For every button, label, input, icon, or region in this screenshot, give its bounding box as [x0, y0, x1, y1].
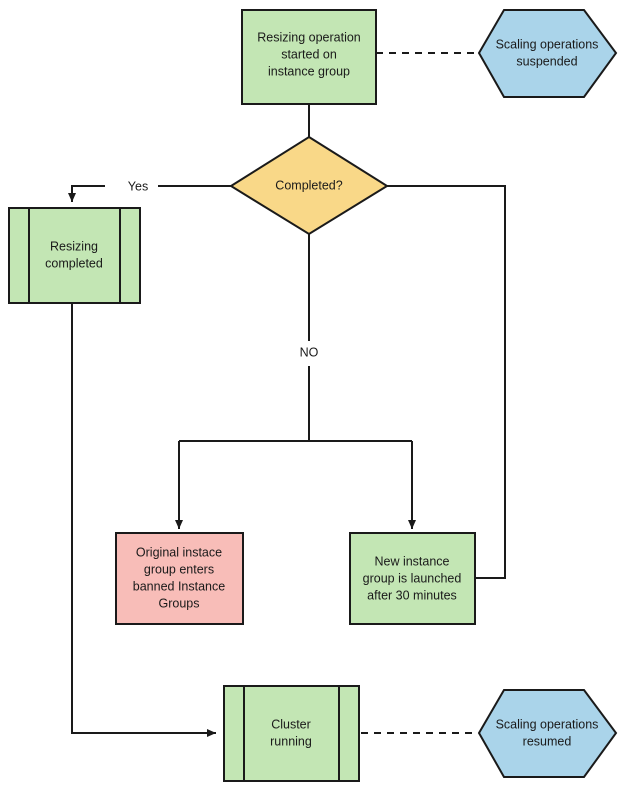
no-label-text: NO	[300, 345, 319, 359]
yes-label-backdrop	[120, 177, 156, 195]
resizing-started-label-line2: started on	[281, 47, 337, 61]
scaling-suspended-hexagon[interactable]	[477, 9, 618, 98]
yes-label-text: Yes	[128, 179, 148, 193]
resizing-started-label-line1: Resizing operation	[257, 30, 361, 44]
completed-decision-label: Completed?	[275, 178, 342, 192]
edge-label-yes: Yes	[120, 177, 156, 195]
scaling-suspended-label-line2: suspended	[516, 54, 577, 68]
edge-decision-yes-left-seg	[68, 185, 105, 202]
node-resizing-completed[interactable]: Resizing completed	[8, 207, 141, 304]
edge-label-no: NO	[292, 343, 326, 363]
node-completed-decision[interactable]: Completed?	[229, 135, 389, 236]
new-instance-group-box[interactable]	[349, 532, 476, 625]
cluster-running-label-line2: running	[270, 734, 312, 748]
node-new-instance-group[interactable]: New instance group is launched after 30 …	[349, 532, 476, 625]
scaling-resumed-hexagon[interactable]	[477, 689, 618, 778]
banned-groups-label-line4: Groups	[159, 596, 200, 610]
banned-groups-label-line3: banned Instance	[133, 579, 225, 593]
banned-instance-groups-box[interactable]	[115, 532, 244, 625]
no-label-backdrop	[292, 343, 326, 363]
node-scaling-resumed[interactable]: Scaling operations resumed	[477, 689, 618, 778]
new-instance-group-label-line2: group is launched	[363, 571, 462, 585]
scaling-suspended-label-line1: Scaling operations	[496, 37, 599, 51]
banned-groups-label-line1: Original instace	[136, 545, 222, 559]
new-instance-group-label-line1: New instance	[374, 554, 449, 568]
cluster-running-label-line1: Cluster	[271, 717, 311, 731]
completed-decision-diamond[interactable]	[229, 135, 389, 236]
edge-resizing-completed-to-cluster	[71, 303, 216, 737]
new-instance-group-label-line3: after 30 minutes	[367, 588, 457, 602]
resizing-completed-box[interactable]	[8, 207, 141, 304]
resizing-started-label-line3: instance group	[268, 64, 350, 78]
node-banned-instance-groups[interactable]: Original instace group enters banned Ins…	[115, 532, 244, 625]
edge-retry-loop-to-decision	[325, 182, 506, 579]
node-resizing-started[interactable]: Resizing operation started on instance g…	[241, 9, 377, 105]
banned-groups-label-line2: group enters	[144, 562, 214, 576]
resizing-started-box[interactable]	[241, 9, 377, 105]
resizing-completed-label-line2: completed	[45, 256, 103, 270]
cluster-running-box[interactable]	[223, 685, 360, 782]
scaling-resumed-label-line2: resumed	[523, 734, 572, 748]
resizing-completed-label-line1: Resizing	[50, 239, 98, 253]
scaling-resumed-label-line1: Scaling operations	[496, 717, 599, 731]
node-scaling-suspended[interactable]: Scaling operations suspended	[477, 9, 618, 98]
node-cluster-running[interactable]: Cluster running	[223, 685, 360, 782]
